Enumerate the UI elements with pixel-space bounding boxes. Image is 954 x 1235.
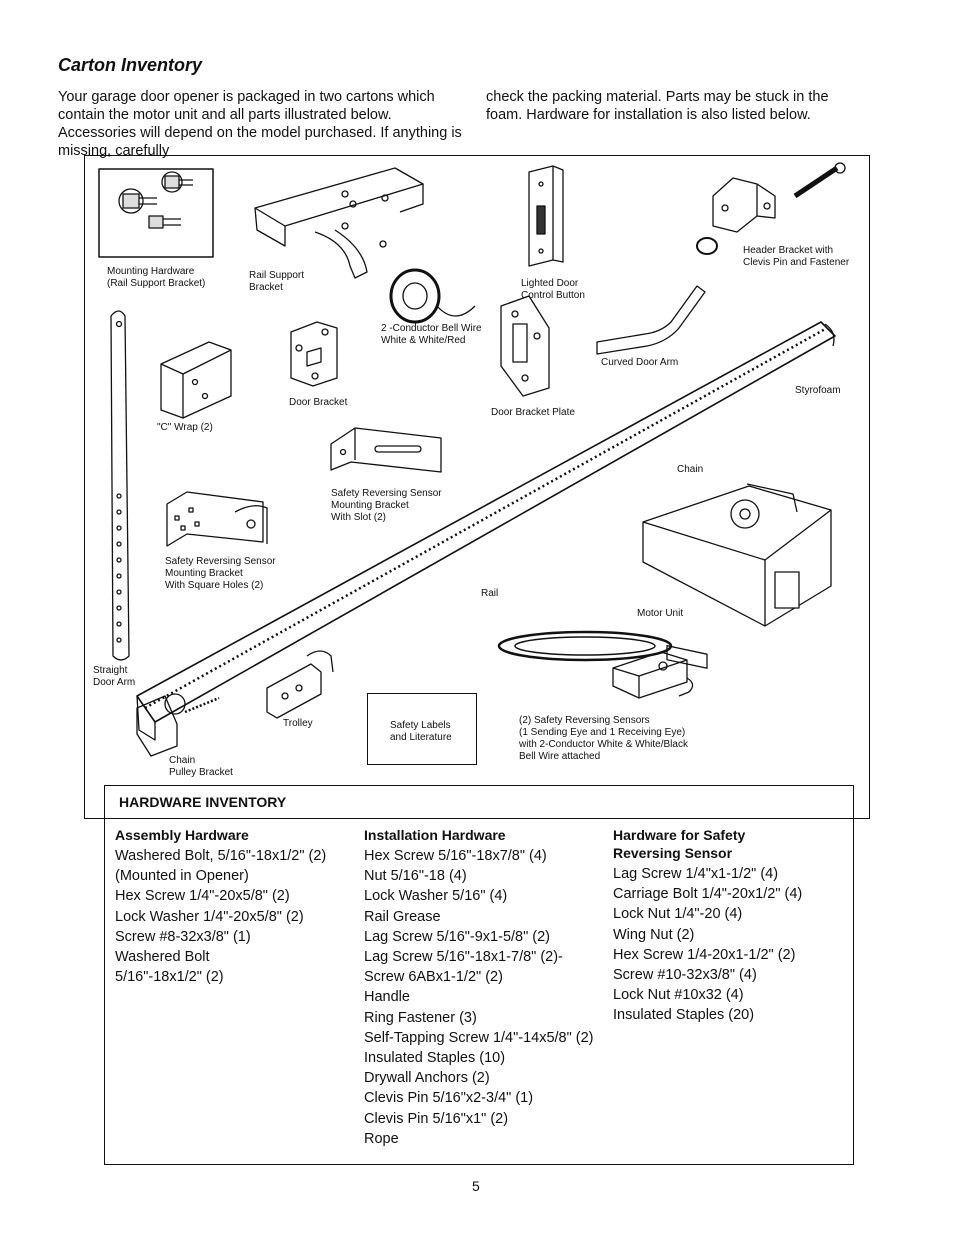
list-item: Insulated Staples (20) (613, 1007, 755, 1024)
list-item: Drywall Anchors (2) (364, 1070, 490, 1087)
list-item: Hex Screw 5/16"-18x7/8" (4) (364, 848, 547, 864)
label-safety-labels: Safety Labels and Literature (390, 720, 452, 743)
label-door-bracket-plate: Door Bracket Plate (491, 407, 575, 418)
label-motor-unit: Motor Unit (637, 608, 684, 619)
list-item: Screw #10-32x3/8" (4) (613, 967, 757, 984)
label-curved-door-arm: Curved Door Arm (601, 357, 679, 368)
header-bracket-icon (696, 162, 846, 255)
safety-labels-box: Safety Labels and Literature (367, 693, 477, 765)
straight-door-arm-icon (110, 310, 130, 661)
page-number: 5 (472, 1178, 480, 1194)
list-item: Washered Bolt, 5/16"-18x1/2" (2) (Mounte… (115, 848, 327, 885)
label-chain: Chain (677, 464, 704, 475)
label-safety-sensors: (2) Safety Reversing Sensors (1 Sending … (519, 715, 688, 762)
label-rail-support-bracket: Rail Support Bracket (249, 270, 305, 293)
list-item: Washered Bolt 5/16"-18x1/2" (2) (115, 949, 224, 986)
rail-with-chain-icon (136, 321, 836, 741)
hardware-column-safety-sensor: Hardware for Safety Reversing Sensor Lag… (613, 826, 849, 1026)
page-title: Carton Inventory (58, 55, 203, 75)
list-item: Hex Screw 1/4"-20x5/8" (2) (115, 888, 290, 905)
list-item: Carriage Bolt 1/4"-20x1/2" (4) (613, 886, 803, 903)
trolley-icon (266, 650, 334, 719)
list-item: Rope (364, 1130, 399, 1147)
mounting-hardware-bolts-icon (118, 171, 193, 229)
label-trolley: Trolley (283, 718, 313, 729)
curved-door-arm-icon (596, 285, 706, 355)
mounting-hardware-box (98, 168, 214, 258)
list-item: Wing Nut (2) (613, 926, 695, 943)
label-styrofoam: Styrofoam (795, 385, 841, 396)
lighted-button-icon (528, 165, 564, 267)
list-item: Rail Grease (364, 908, 441, 925)
list-item: Self-Tapping Screw 1/4"-14x5/8" (2) (364, 1029, 594, 1046)
label-lighted-button: Lighted Door Control Button (521, 278, 585, 301)
sensor-bracket-square-icon (166, 491, 268, 547)
hardware-inventory-heading: HARDWARE INVENTORY (105, 786, 853, 819)
list-item: Clevis Pin 5/16"x1" (2) (364, 1110, 509, 1127)
door-bracket-plate-icon (500, 295, 550, 397)
list-item: Insulated Staples (10) (364, 1050, 506, 1067)
hardware-column-assembly: Assembly Hardware Washered Bolt, 5/16"-1… (115, 826, 355, 987)
list-item: Lock Nut #10x32 (4) (613, 987, 744, 1004)
list-item: Lag Screw 5/16"-9x1-5/8" (2) (364, 928, 550, 945)
label-door-bracket: Door Bracket (289, 397, 348, 408)
label-chain-pulley-bracket: Chain Pulley Bracket (169, 755, 233, 778)
list-item: Lag Screw 5/16"-18x1-7/8" (2)- (364, 949, 563, 966)
column-title: Assembly Hardware (115, 827, 249, 843)
list-item: Hex Screw 1/4-20x1-1/2" (2) (613, 946, 796, 963)
intro-paragraph-left: Your garage door opener is packaged in t… (58, 89, 462, 159)
hardware-column-installation: Installation Hardware Hex Screw 5/16"-18… (364, 826, 604, 1149)
column-title: Hardware for Safety Reversing Sensor (613, 827, 746, 861)
label-bell-wire: 2 -Conductor Bell Wire White & White/Red (381, 323, 482, 346)
safety-sensors-icon (497, 630, 694, 699)
c-wrap-icon (160, 341, 232, 419)
label-straight-door-arm: Straight Door Arm (93, 665, 136, 688)
intro-paragraph-right: check the packing material. Parts may be… (486, 89, 829, 123)
list-item: Nut 5/16"-18 (4) (364, 868, 467, 885)
label-header-bracket: Header Bracket with Clevis Pin and Faste… (743, 245, 850, 268)
list-item: Lock Washer 1/4"-20x5/8" (2) (115, 908, 304, 925)
list-item: Screw #8-32x3/8" (1) (115, 928, 251, 945)
list-item: Lock Washer 5/16" (4) (364, 888, 508, 905)
list-item: Handle (364, 989, 410, 1006)
list-item: Clevis Pin 5/16"x2-3/4" (1) (364, 1090, 534, 1107)
chain-pulley-bracket-icon (136, 693, 220, 757)
label-mounting-hardware: Mounting Hardware (Rail Support Bracket) (107, 266, 206, 289)
list-item: Lock Nut 1/4"-20 (4) (613, 906, 743, 923)
motor-unit-icon (642, 483, 832, 669)
list-item: Ring Fastener (3) (364, 1009, 477, 1026)
parts-artwork (98, 162, 846, 757)
label-sensor-bracket-slot: Safety Reversing Sensor Mounting Bracket… (331, 488, 442, 523)
label-c-wrap: "C" Wrap (2) (157, 422, 213, 433)
sensor-bracket-slot-icon (330, 427, 442, 473)
hardware-inventory-table: HARDWARE INVENTORY Assembly Hardware Was… (104, 785, 854, 1165)
list-item: Screw 6ABx1-1/2" (2) (364, 969, 503, 986)
bell-wire-coil-icon (389, 268, 476, 324)
rail-support-bracket-icon (254, 167, 424, 279)
column-title: Installation Hardware (364, 827, 506, 843)
door-bracket-icon (290, 321, 338, 387)
label-sensor-bracket-square: Safety Reversing Sensor Mounting Bracket… (165, 556, 276, 591)
label-rail: Rail (481, 588, 499, 599)
list-item: Lag Screw 1/4"x1-1/2" (4) (613, 866, 779, 882)
parts-illustration: Mounting Hardware (Rail Support Bracket)… (84, 155, 870, 819)
